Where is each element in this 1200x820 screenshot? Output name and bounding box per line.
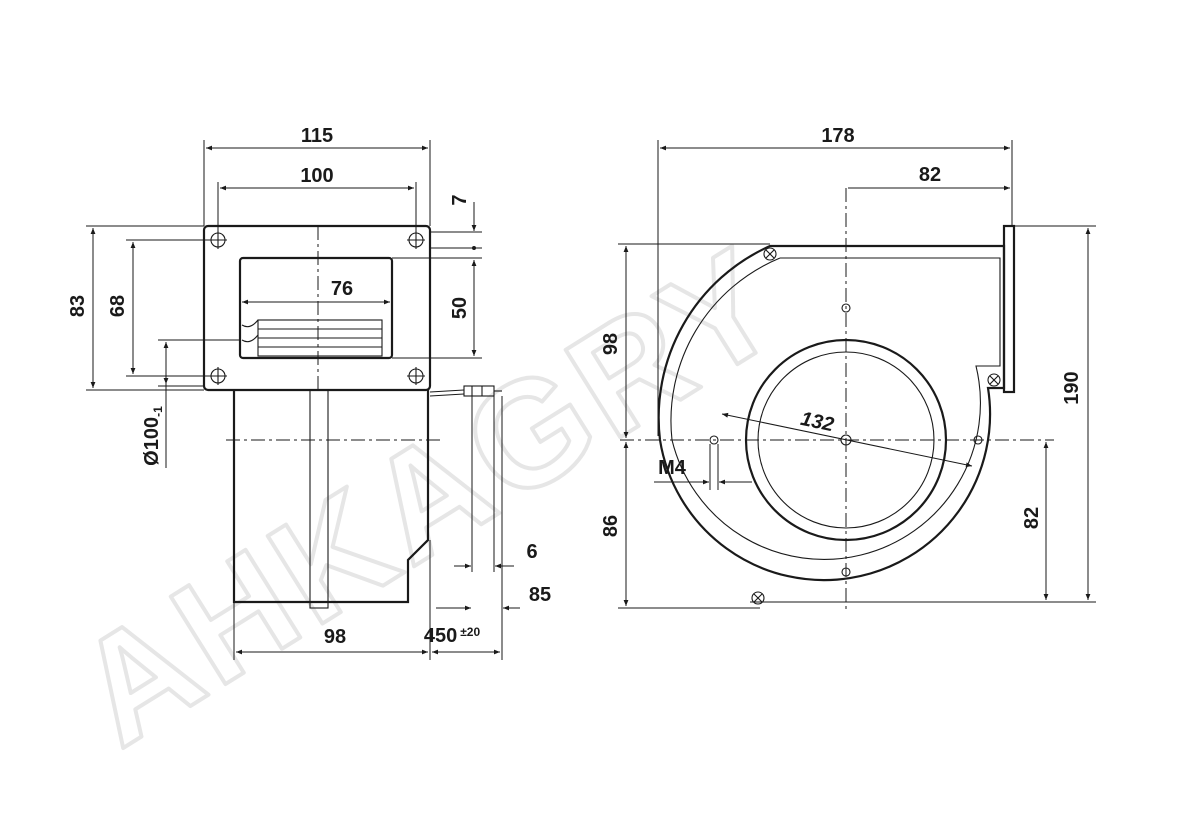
front-view: 115 100 76 7 50 83 68 Ø100-1	[67, 125, 551, 660]
dim-side-width: 178	[821, 125, 854, 147]
dim-lower-height: 86	[600, 515, 622, 537]
power-cable	[429, 385, 502, 397]
motor-shaft	[309, 389, 329, 609]
front-inlet-opening	[238, 256, 394, 360]
dim-wheel-diameter: Ø100-1	[141, 406, 165, 466]
dim-height-outer: 83	[67, 295, 89, 317]
dim-total-height: 190	[1061, 371, 1083, 404]
dim-inlet-width: 76	[331, 278, 353, 300]
side-view: 178 82 98 86 190 82 132 M4	[600, 125, 1096, 612]
fan-blades	[241, 319, 383, 357]
dim-axis-to-bottom: 82	[1021, 507, 1043, 529]
dim-wire-end: 85	[529, 584, 551, 606]
dim-width-outer: 115	[301, 125, 333, 147]
screw-icon	[751, 247, 1001, 605]
dim-upper-height: 98	[600, 333, 622, 355]
dim-body-depth: 98	[324, 626, 346, 648]
thread-label: M4	[658, 457, 687, 479]
dim-axis-to-outlet: 82	[919, 164, 941, 186]
dim-cable-length: 450±20	[424, 625, 481, 647]
front-flange-plate	[202, 224, 432, 392]
dim-height-inner: 68	[107, 295, 129, 317]
dim-width-inner: 100	[300, 165, 333, 187]
dim-strip: 6	[526, 541, 537, 563]
dim-inlet-height: 50	[449, 297, 471, 319]
volute-housing	[657, 244, 1006, 582]
dim-offset-top: 7	[449, 194, 471, 205]
motor-body	[232, 390, 430, 604]
volute-inner-line	[670, 257, 1001, 560]
dim-hole-circle: 132	[799, 408, 836, 436]
outlet-flange	[1002, 224, 1016, 394]
